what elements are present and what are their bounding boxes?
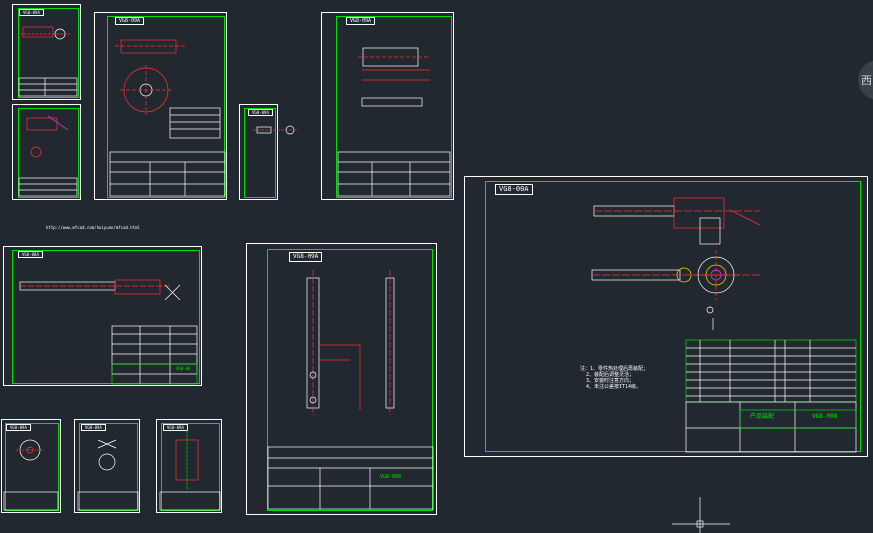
sheet-border: [18, 8, 79, 98]
sheet-tag: VG8-09A: [289, 252, 323, 262]
drawing-sheet-3[interactable]: VG8-09A: [239, 104, 278, 200]
sheet-border: [79, 423, 138, 511]
sheet-border: [161, 423, 220, 511]
drawing-sheet-7[interactable]: VG8-09A: [246, 243, 437, 515]
sheet-border: [267, 249, 433, 511]
viewcube-west-label: 西: [861, 74, 872, 87]
drawing-sheet-6[interactable]: VG8-08A: [3, 246, 202, 386]
sheet-tag: VG8-09A: [248, 109, 273, 116]
note-line: 3、安装时注意方向；: [586, 378, 635, 384]
title-block-code: VG8-08: [176, 366, 191, 371]
sheet-border: [12, 250, 200, 384]
url-text: http://www.mfcad.com/huiyuan/mfcad.html: [46, 225, 140, 230]
title-block-code: VG8-008: [380, 474, 402, 480]
sheet-tag: VG8-09A: [6, 424, 31, 431]
sheet-border: [107, 16, 225, 198]
note-line: 4、未注公差按IT14级。: [586, 384, 642, 390]
sheet-tag: VG8-09A: [163, 424, 188, 431]
sheet-tag: VG8-00A: [495, 184, 533, 195]
viewcube[interactable]: 西: [858, 60, 873, 100]
drawing-sheet-9[interactable]: VG8-09A: [74, 419, 140, 513]
sheet-border: [485, 181, 861, 452]
assembly-notes: 注：1、零件热处理后再装配； 2、装配后调整灵活； 3、安装时注意方向； 4、未…: [580, 366, 648, 390]
drawing-sheet-10[interactable]: VG8-09A: [156, 419, 222, 513]
note-line: 2、装配后调整灵活；: [586, 372, 635, 378]
sheet-tag: VG8-08A: [18, 251, 43, 258]
drawing-sheet-8[interactable]: VG8-09A: [1, 419, 61, 513]
sheet-border: [5, 423, 59, 511]
sheet-border: [18, 108, 79, 198]
sheet-tag: VG8-09A: [81, 424, 106, 431]
sheet-tag: VG8-09A: [115, 17, 145, 25]
title-block-name: 产品装配: [750, 413, 775, 420]
title-block-code: VG8-008: [812, 413, 838, 420]
sheet-tag: VG8-09A: [346, 17, 376, 25]
note-line: 注：1、零件热处理后再装配；: [580, 366, 649, 372]
sheet-tag: VG8-09A: [19, 9, 44, 16]
sheet-border: [336, 16, 452, 198]
drawing-sheet-2[interactable]: VG8-09A: [94, 12, 227, 200]
sheet-border: [244, 108, 276, 198]
